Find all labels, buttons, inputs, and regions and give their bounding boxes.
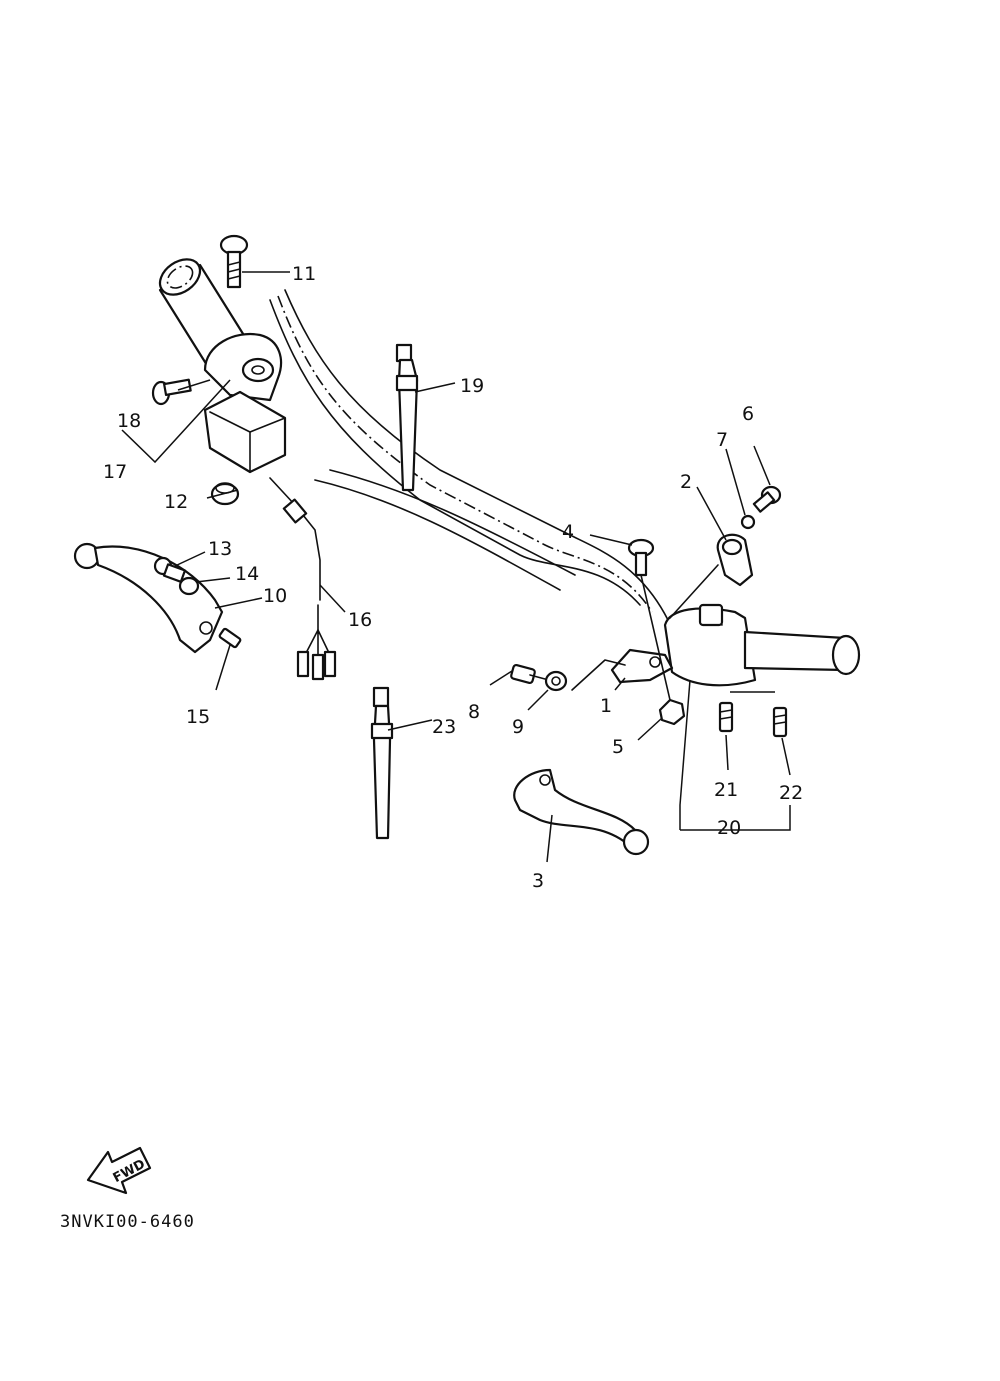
callout-12: 12 xyxy=(164,491,188,513)
callout-13: 13 xyxy=(208,538,232,560)
leader-lines xyxy=(121,271,791,863)
callout-2: 2 xyxy=(680,471,692,493)
callout-15: 15 xyxy=(186,706,210,728)
bolt-13 xyxy=(153,556,187,583)
callout-16: 16 xyxy=(348,609,372,631)
callout-8: 8 xyxy=(468,701,480,723)
right-grip xyxy=(743,630,861,676)
callout-14: 14 xyxy=(235,563,259,585)
handlebar xyxy=(269,289,669,621)
cable-tie-19 xyxy=(395,343,419,492)
callout-3: 3 xyxy=(532,870,544,892)
callout-20: 20 xyxy=(717,817,741,839)
screw-22 xyxy=(772,706,788,738)
bolt-6 xyxy=(752,485,782,513)
washer-7 xyxy=(740,514,756,530)
bolt-18 xyxy=(151,378,192,406)
callout-9: 9 xyxy=(512,716,524,738)
callout-4: 4 xyxy=(562,521,574,543)
callout-22: 22 xyxy=(779,782,803,804)
left-switch-box xyxy=(203,390,287,474)
bolt-4 xyxy=(627,538,671,701)
drawing-code: 3NVKI00-6460 xyxy=(60,1212,195,1232)
callout-18: 18 xyxy=(117,410,141,432)
callout-11: 11 xyxy=(292,263,316,285)
callout-6: 6 xyxy=(742,403,754,425)
right-switch xyxy=(663,603,757,687)
adjuster-8 xyxy=(510,663,546,685)
callout-7: 7 xyxy=(716,429,728,451)
collar-14 xyxy=(178,576,200,596)
screw-21 xyxy=(718,701,734,733)
cable-tie-23 xyxy=(370,686,394,840)
lever-bracket xyxy=(610,648,674,684)
callout-labels: 1 2 3 4 5 6 7 8 9 10 11 12 13 14 15 16 1… xyxy=(103,263,803,892)
callout-19: 19 xyxy=(460,375,484,397)
forward-arrow-icon: FWD xyxy=(86,1146,152,1195)
bolt-11 xyxy=(219,234,249,289)
nut-5 xyxy=(658,698,686,726)
callout-10: 10 xyxy=(263,585,287,607)
callout-23: 23 xyxy=(432,716,456,738)
callout-21: 21 xyxy=(714,779,738,801)
brake-lever xyxy=(513,768,650,856)
washer-9 xyxy=(544,659,626,692)
callout-17: 17 xyxy=(103,461,127,483)
wire-lead xyxy=(269,477,337,681)
clutch-lever xyxy=(73,542,224,654)
left-lever-holder xyxy=(203,332,283,402)
nut-15 xyxy=(218,627,242,649)
right-lever-holder xyxy=(669,533,754,619)
callout-1: 1 xyxy=(600,695,612,717)
callout-5: 5 xyxy=(612,736,624,758)
